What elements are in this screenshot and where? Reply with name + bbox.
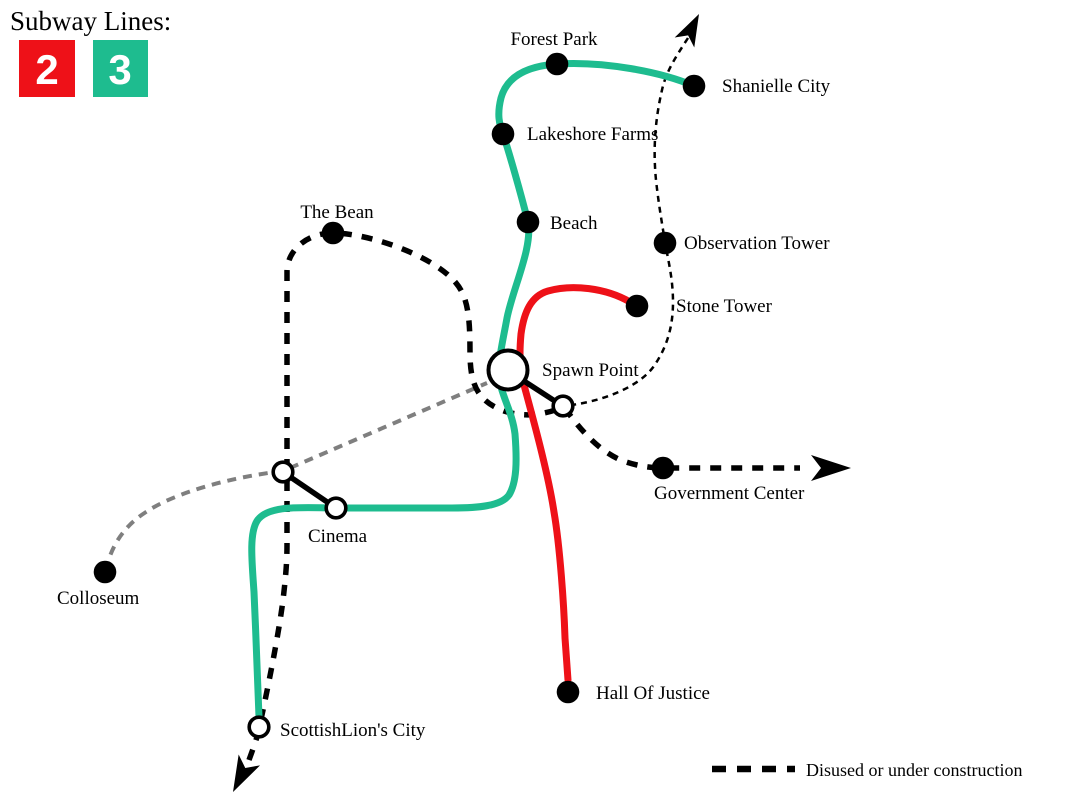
arrow-right-icon	[811, 455, 851, 481]
line-2-badge	[19, 40, 75, 97]
gray-dashed-line	[104, 381, 488, 571]
line-3-badge-number: 3	[108, 46, 131, 93]
station-forest-park	[545, 52, 569, 76]
station-cinema	[324, 496, 348, 520]
station-beach	[516, 210, 540, 234]
label-observation-tower: Observation Tower	[684, 233, 830, 254]
station-the-bean	[321, 221, 345, 245]
station-lakeshore-farms	[491, 122, 515, 146]
label-stone-tower: Stone Tower	[676, 296, 773, 317]
label-shanielle-city: Shanielle City	[722, 76, 831, 97]
line-2-path	[516, 284, 634, 684]
disused-line-bean	[246, 230, 800, 761]
label-government-center: Government Center	[654, 483, 805, 504]
label-forest-park: Forest Park	[510, 29, 598, 50]
line-3-badge	[93, 40, 148, 97]
station-government-center	[651, 456, 675, 480]
line-2-badge-number: 2	[35, 46, 58, 93]
arrow-up-icon	[674, 14, 699, 48]
label-colloseum: Colloseum	[57, 588, 140, 609]
station-spawn-point	[486, 348, 530, 392]
label-scottishlions-city: ScottishLion's City	[280, 720, 426, 741]
station-spawn-transfer	[551, 394, 575, 418]
label-beach: Beach	[550, 213, 598, 234]
disused-legend-label: Disused or under construction	[806, 760, 1022, 780]
arrow-down-icon	[233, 754, 261, 792]
station-shanielle-city	[682, 74, 706, 98]
label-the-bean: The Bean	[300, 202, 374, 223]
label-lakeshore-farms: Lakeshore Farms	[527, 124, 658, 145]
station-colloseum	[93, 560, 117, 584]
station-stone-tower	[625, 294, 649, 318]
label-hall-of-justice: Hall Of Justice	[596, 683, 710, 704]
station-hall-of-justice	[556, 680, 580, 704]
map-title: Subway Lines:	[10, 6, 171, 36]
station-cinema-upper	[271, 460, 295, 484]
label-spawn-point: Spawn Point	[542, 360, 639, 381]
station-scottishlions-city	[247, 715, 271, 739]
label-cinema: Cinema	[308, 526, 368, 547]
station-observation-tower	[653, 231, 677, 255]
